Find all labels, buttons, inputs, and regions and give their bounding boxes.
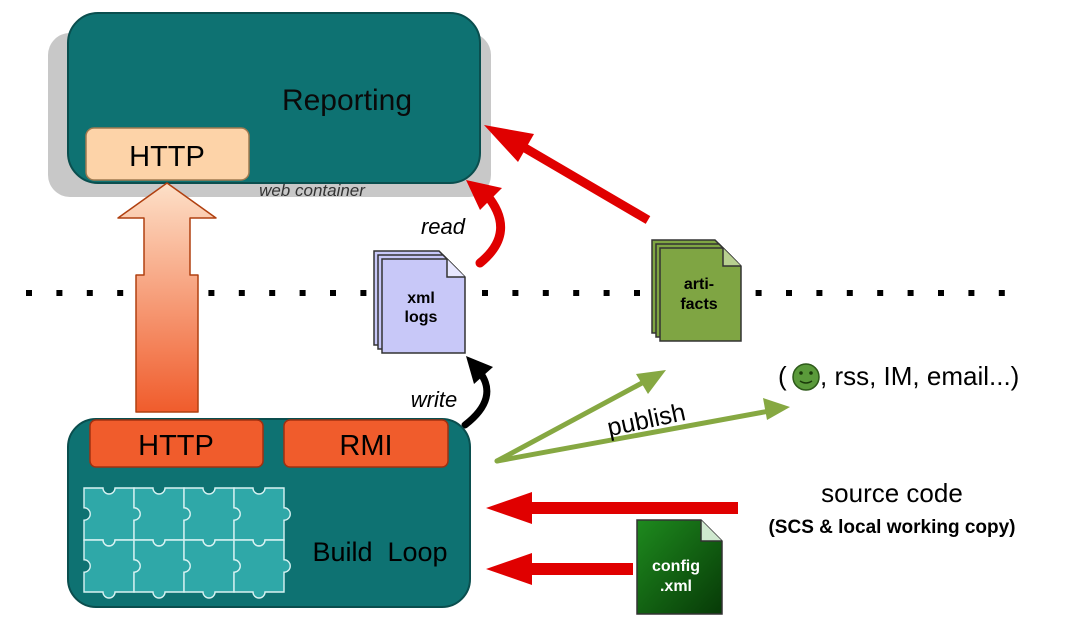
separator-dot: [634, 290, 640, 296]
config-arrow: [486, 553, 633, 585]
puzzle-piece: [183, 539, 241, 599]
separator-dot: [573, 290, 580, 296]
smiley-icon: [792, 363, 820, 391]
separator-dot: [755, 290, 762, 296]
separator-dot: [816, 290, 823, 296]
separator-dot: [603, 290, 610, 296]
xml-logs-label-line2: logs: [405, 309, 438, 326]
separator-dot: [86, 290, 93, 296]
separator-dot: [512, 290, 519, 296]
separator-dot: [482, 290, 488, 296]
separator-dot: [907, 290, 914, 296]
separator-dot: [360, 290, 367, 296]
separator-dot: [877, 290, 884, 296]
puzzle-piece: [183, 487, 241, 547]
write-label: write: [411, 387, 457, 412]
notify-channels-label: , rss, IM, email...): [820, 361, 1019, 391]
separator-dot: [938, 290, 944, 296]
puzzle-piece: [83, 539, 141, 599]
separator-dot: [26, 290, 32, 296]
separator-dotted-line: [26, 290, 1005, 296]
separator-dot: [846, 290, 853, 296]
notify-open-paren: (: [778, 361, 787, 391]
write-arrow: [461, 356, 493, 429]
http-up-arrow: [117, 182, 217, 413]
source-code-label: source code: [821, 478, 963, 508]
puzzle-piece: [133, 487, 191, 547]
build-http-label: HTTP: [138, 430, 214, 462]
artifacts-label-line2: facts: [680, 296, 717, 313]
build-rmi-label: RMI: [339, 430, 392, 462]
separator-dot: [542, 290, 549, 296]
config-label-line1: config: [652, 558, 700, 575]
reporting-title: Reporting: [282, 84, 412, 117]
separator-dot: [208, 290, 215, 296]
puzzle-piece: [233, 487, 291, 547]
web-container-label: web container: [259, 181, 366, 200]
reporting-http-label: HTTP: [129, 141, 205, 173]
build-loop-title: Build Loop: [312, 537, 447, 567]
separator-dot: [299, 290, 306, 296]
separator-dot: [330, 290, 336, 296]
build-rmi-box: RMI: [283, 419, 449, 468]
read-arrow: [466, 180, 505, 268]
config-label-line2: .xml: [660, 578, 692, 595]
source-code-arrow: [486, 492, 738, 524]
separator-dot: [786, 290, 792, 296]
xml-logs-label-line1: xml: [407, 290, 435, 307]
separator-dot: [117, 290, 124, 296]
publish-arrows: [494, 370, 790, 464]
xml-logs-file-icon: xml logs: [373, 250, 466, 354]
puzzle-piece: [233, 539, 291, 599]
build-http-box: HTTP: [89, 419, 264, 468]
read-label: read: [421, 214, 466, 239]
separator-dot: [56, 290, 63, 296]
artifacts-label-line1: arti-: [684, 276, 714, 293]
artifacts-to-reporting-arrow: [484, 125, 651, 224]
puzzle-piece: [133, 539, 191, 599]
reporting-http-box: HTTP: [85, 127, 250, 181]
source-code-sublabel: (SCS & local working copy): [768, 517, 1015, 538]
config-xml-file-icon: config .xml: [636, 519, 723, 615]
separator-dot: [238, 290, 245, 296]
puzzle-piece: [83, 487, 141, 547]
separator-dot: [998, 290, 1005, 296]
artifacts-file-icon: arti- facts: [651, 239, 742, 342]
puzzle-pieces-icon: [83, 487, 291, 599]
separator-dot: [968, 290, 975, 296]
separator-dot: [269, 290, 276, 296]
